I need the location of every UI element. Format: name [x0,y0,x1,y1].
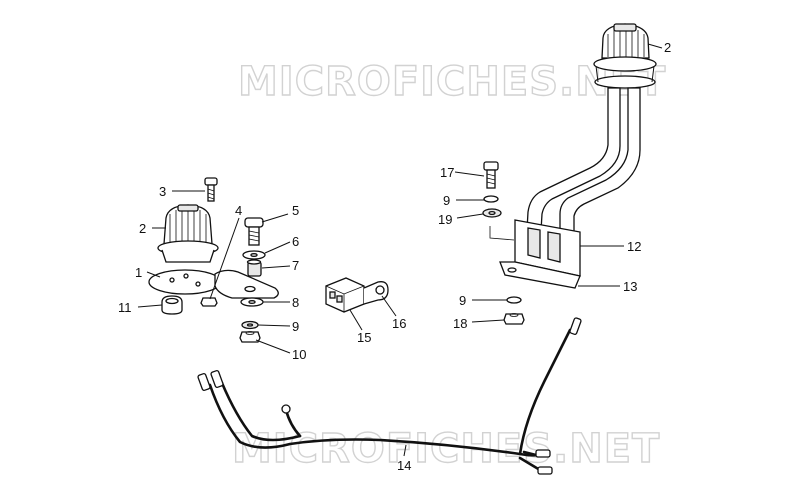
lamp-top-right [593,23,657,89]
callout-16: 16 [392,316,406,331]
callout-12: 12 [627,239,641,254]
callout-18: 18 [453,316,467,331]
callout-9-left: 9 [292,319,299,334]
callout-4: 4 [235,203,242,218]
callout-labels: 2 17 9 19 12 13 9 18 3 2 4 5 6 7 1 8 11 … [118,40,671,473]
callout-2-right: 2 [664,40,671,55]
callout-5: 5 [292,203,299,218]
callout-15: 15 [357,330,371,345]
washer-9-lower [506,296,522,304]
callout-1: 1 [135,265,142,280]
stand-lamp-assembly [482,23,657,325]
screw-17 [483,161,499,189]
callout-2-left: 2 [139,221,146,236]
relay-assembly [325,277,389,313]
stand-tube [525,87,641,249]
callout-14: 14 [397,458,411,473]
washer-9-upper [483,195,499,203]
spacer-11 [161,295,183,315]
callout-7: 7 [292,258,299,273]
stand-bracket [489,219,581,289]
plate-lamp-assembly [148,177,279,343]
relay-bracket-16 [363,281,389,305]
callout-11: 11 [118,300,132,315]
callout-19: 19 [438,212,452,227]
callout-10: 10 [292,347,306,362]
nut-10 [239,331,261,343]
mounting-strip [214,269,279,299]
screw-3 [204,177,218,202]
bolt-5 [244,217,264,246]
callout-9-right: 9 [459,293,466,308]
spacer-7 [246,259,262,277]
mounting-plate-1 [148,269,222,295]
watermark-bottom: MICROFICHES.NET [232,426,660,472]
wiring-harness-14 [197,317,582,475]
nut-18 [503,313,525,325]
callout-6: 6 [292,234,299,249]
callout-8: 8 [292,295,299,310]
callout-9-upper: 9 [443,193,450,208]
nut-4 [200,297,218,307]
leader-lines [137,43,663,457]
callout-3: 3 [159,184,166,199]
lamp-left [157,204,219,263]
callout-17: 17 [440,165,454,180]
callout-13: 13 [623,279,637,294]
